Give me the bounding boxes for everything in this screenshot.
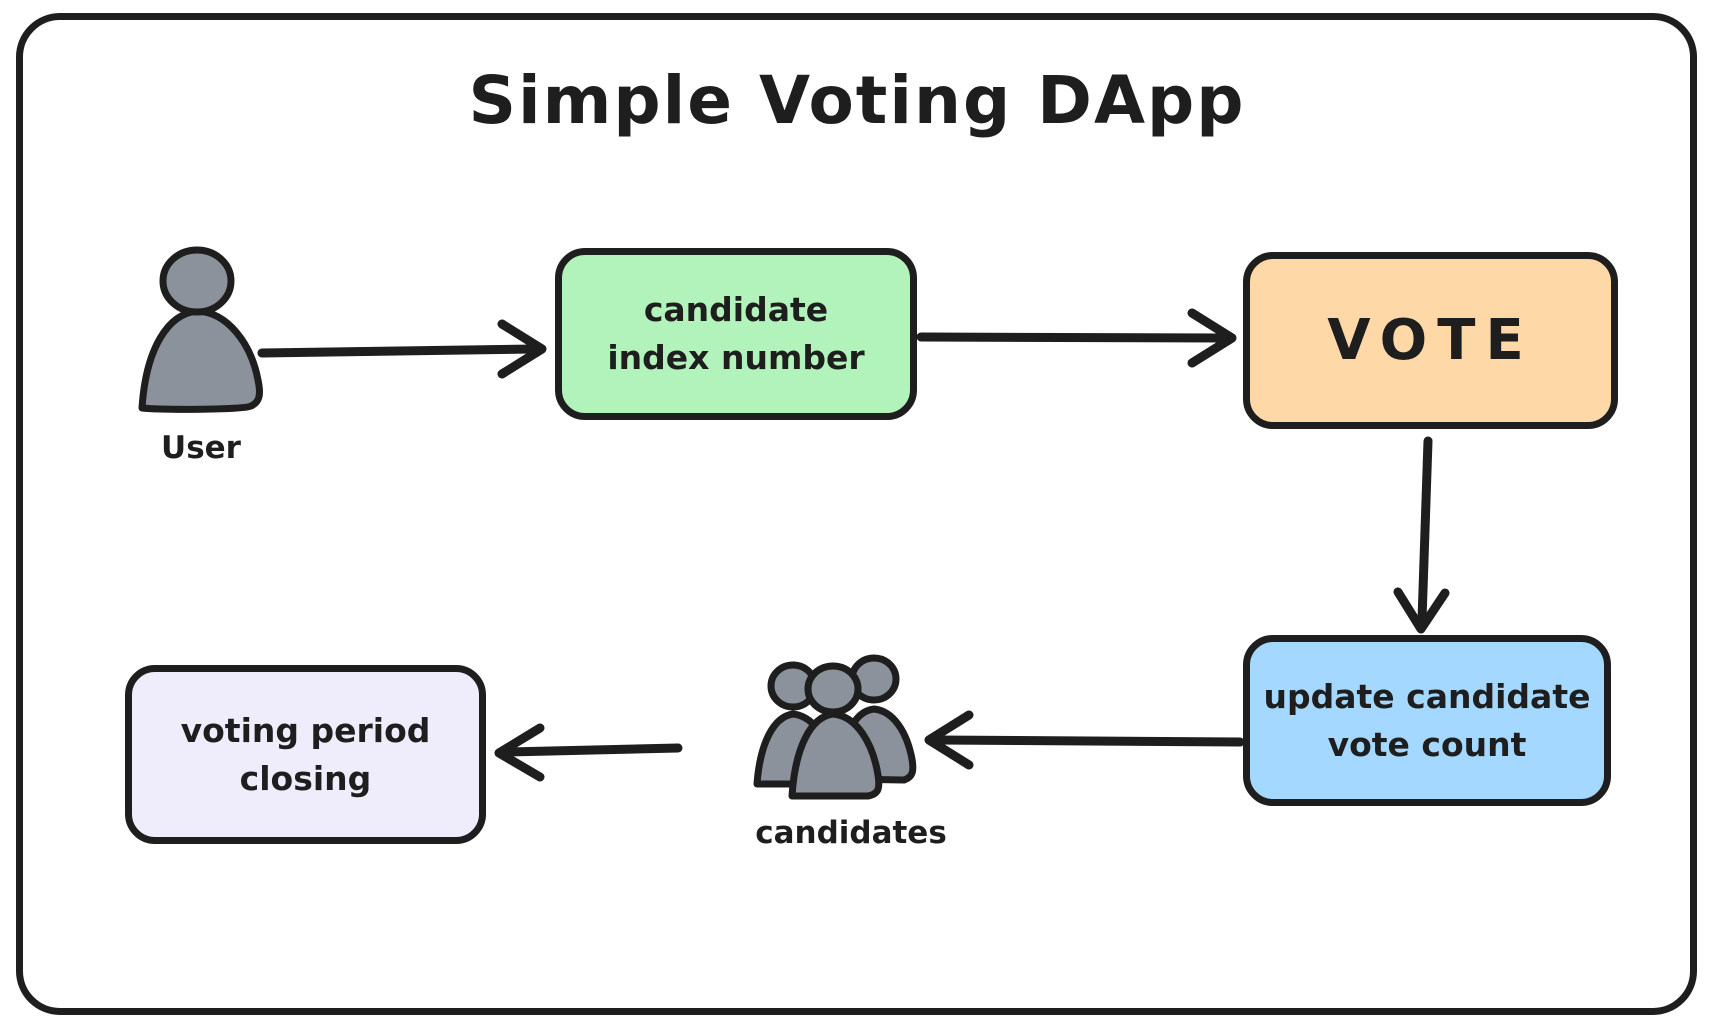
node-voting-period-closing: voting period closing bbox=[125, 665, 486, 844]
diagram-border bbox=[16, 13, 1697, 1015]
node-vote: VOTE bbox=[1243, 252, 1618, 429]
arrow-candidates-to-voting-period bbox=[494, 723, 683, 782]
user-label: User bbox=[161, 430, 241, 466]
arrow-user-to-candidate-index bbox=[257, 319, 547, 379]
node-update-candidate-vote-count: update candidate vote count bbox=[1243, 635, 1611, 806]
arrow-update-count-to-candidates bbox=[924, 710, 1245, 770]
candidates-label: candidates bbox=[755, 815, 947, 851]
node-candidate-index-label: candidate index number bbox=[607, 290, 865, 377]
node-candidate-index-number: candidate index number bbox=[555, 248, 917, 420]
candidates-icon bbox=[753, 654, 917, 800]
node-vote-label: VOTE bbox=[1327, 307, 1534, 373]
user-icon bbox=[138, 246, 263, 413]
node-update-count-label: update candidate vote count bbox=[1263, 676, 1591, 764]
diagram-title: Simple Voting DApp bbox=[468, 62, 1246, 139]
node-voting-period-label: voting period closing bbox=[180, 710, 431, 798]
arrow-candidate-index-to-vote bbox=[916, 308, 1237, 368]
arrow-vote-to-update-count bbox=[1393, 436, 1450, 634]
